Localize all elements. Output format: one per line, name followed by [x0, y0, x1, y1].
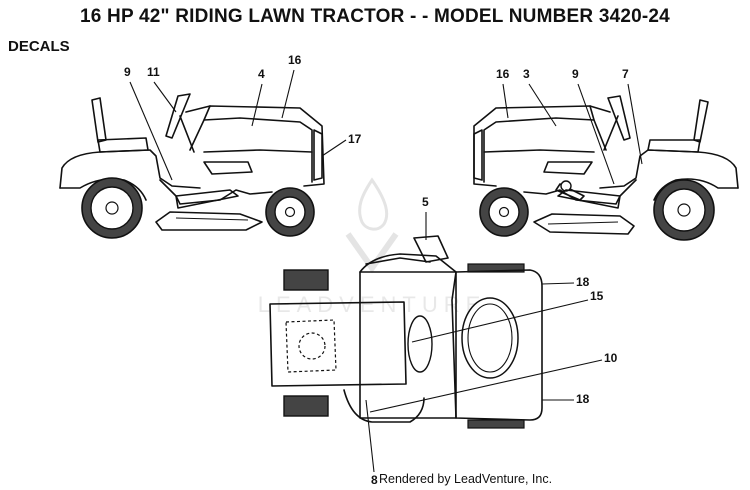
watermark-text: LEADVENTURE — [258, 292, 487, 317]
leader-top-8 — [365, 399, 375, 473]
body-mid-top — [359, 271, 457, 419]
leader-top-15 — [411, 299, 589, 343]
hood-stripe-right — [483, 149, 595, 153]
foot-deck — [175, 189, 239, 209]
foot-deck-right — [557, 189, 621, 209]
steering-wheel — [165, 93, 191, 139]
top-view: 5 18 15 10 18 8 — [269, 195, 618, 487]
seat-top-inner — [467, 303, 513, 373]
rear-tire-top-right — [467, 419, 525, 429]
callout-left-17: 17 — [348, 132, 362, 146]
side-panel — [203, 161, 253, 175]
callout-left-11: 11 — [147, 65, 160, 79]
callout-top-18a: 18 — [576, 275, 590, 289]
leader-left-17 — [321, 139, 347, 157]
watermark-logo: LEADVENTURE — [258, 177, 487, 317]
callout-top-18b: 18 — [576, 392, 590, 406]
callout-top-8: 8 — [371, 473, 378, 487]
callout-right-16: 16 — [496, 67, 510, 81]
front-wheel-right — [479, 187, 529, 237]
mower-deck — [155, 211, 263, 231]
footer-credit: Rendered by LeadVenture, Inc. — [379, 472, 553, 486]
dash-panel — [189, 105, 211, 151]
grille-right — [473, 129, 483, 181]
mower-deck-right — [533, 213, 635, 235]
dash-curve — [365, 257, 431, 265]
leader-left-11 — [153, 81, 177, 113]
callout-right-9: 9 — [572, 67, 579, 81]
rear-fender — [59, 149, 201, 189]
right-side-view: 16 3 9 7 — [473, 67, 739, 241]
rear-fender-top — [451, 269, 543, 421]
side-panel-right — [543, 161, 593, 175]
callout-right-3: 3 — [523, 67, 530, 81]
callout-right-7: 7 — [622, 67, 629, 81]
deck-line-right — [547, 221, 619, 225]
rear-tire-top-left — [467, 263, 525, 273]
section-label: DECALS — [8, 38, 70, 55]
leader-top-10 — [369, 359, 603, 413]
rear-fender-right — [599, 149, 739, 189]
callout-top-5: 5 — [422, 195, 429, 209]
steering-top — [413, 235, 449, 263]
steering-column-right — [603, 115, 619, 151]
fuel-cap-circle — [298, 332, 326, 360]
callout-top-10: 10 — [604, 351, 618, 365]
page-title: 16 HP 42" RIDING LAWN TRACTOR - - MODEL … — [80, 6, 670, 27]
hood-side-right — [483, 117, 595, 183]
hood-side — [203, 117, 313, 183]
dash-top — [359, 253, 457, 273]
front-tire-top-right — [283, 395, 329, 417]
seat-back-right — [693, 99, 709, 143]
fender-arch-right — [653, 178, 739, 201]
hood-top — [185, 105, 325, 187]
steering-wheel-right — [607, 95, 631, 141]
hood-top-view — [269, 301, 407, 387]
leader-right-3 — [528, 83, 557, 127]
callout-top-15: 15 — [590, 289, 604, 303]
hood-top-right — [473, 105, 611, 187]
grille — [313, 129, 323, 181]
left-side-view: 9 11 4 16 17 — [59, 53, 362, 239]
seat-back — [91, 97, 107, 143]
seat-top — [461, 297, 519, 379]
rear-wheel-left — [81, 177, 143, 239]
foot-step-top — [343, 389, 425, 423]
front-tire-top-left — [283, 269, 329, 291]
rear-wheel-right — [653, 179, 715, 241]
dash-panel-right — [589, 105, 607, 151]
leader-right-16 — [502, 83, 509, 119]
fuel-cap-outline — [285, 319, 337, 373]
leader-left-4 — [251, 83, 263, 127]
lever-knob — [560, 180, 572, 192]
leader-right-9 — [577, 83, 615, 185]
leader-top-18a — [541, 282, 575, 285]
leader-right-7 — [627, 83, 643, 165]
leader-left-16 — [281, 69, 295, 119]
callout-left-4: 4 — [258, 67, 265, 81]
callout-left-9: 9 — [124, 65, 131, 79]
front-wheel-left — [265, 187, 315, 237]
hood-stripe — [203, 149, 313, 153]
leader-left-9 — [129, 81, 173, 181]
deck-line — [175, 217, 249, 221]
callout-left-16: 16 — [288, 53, 302, 67]
steering-shaft-top — [407, 315, 433, 373]
